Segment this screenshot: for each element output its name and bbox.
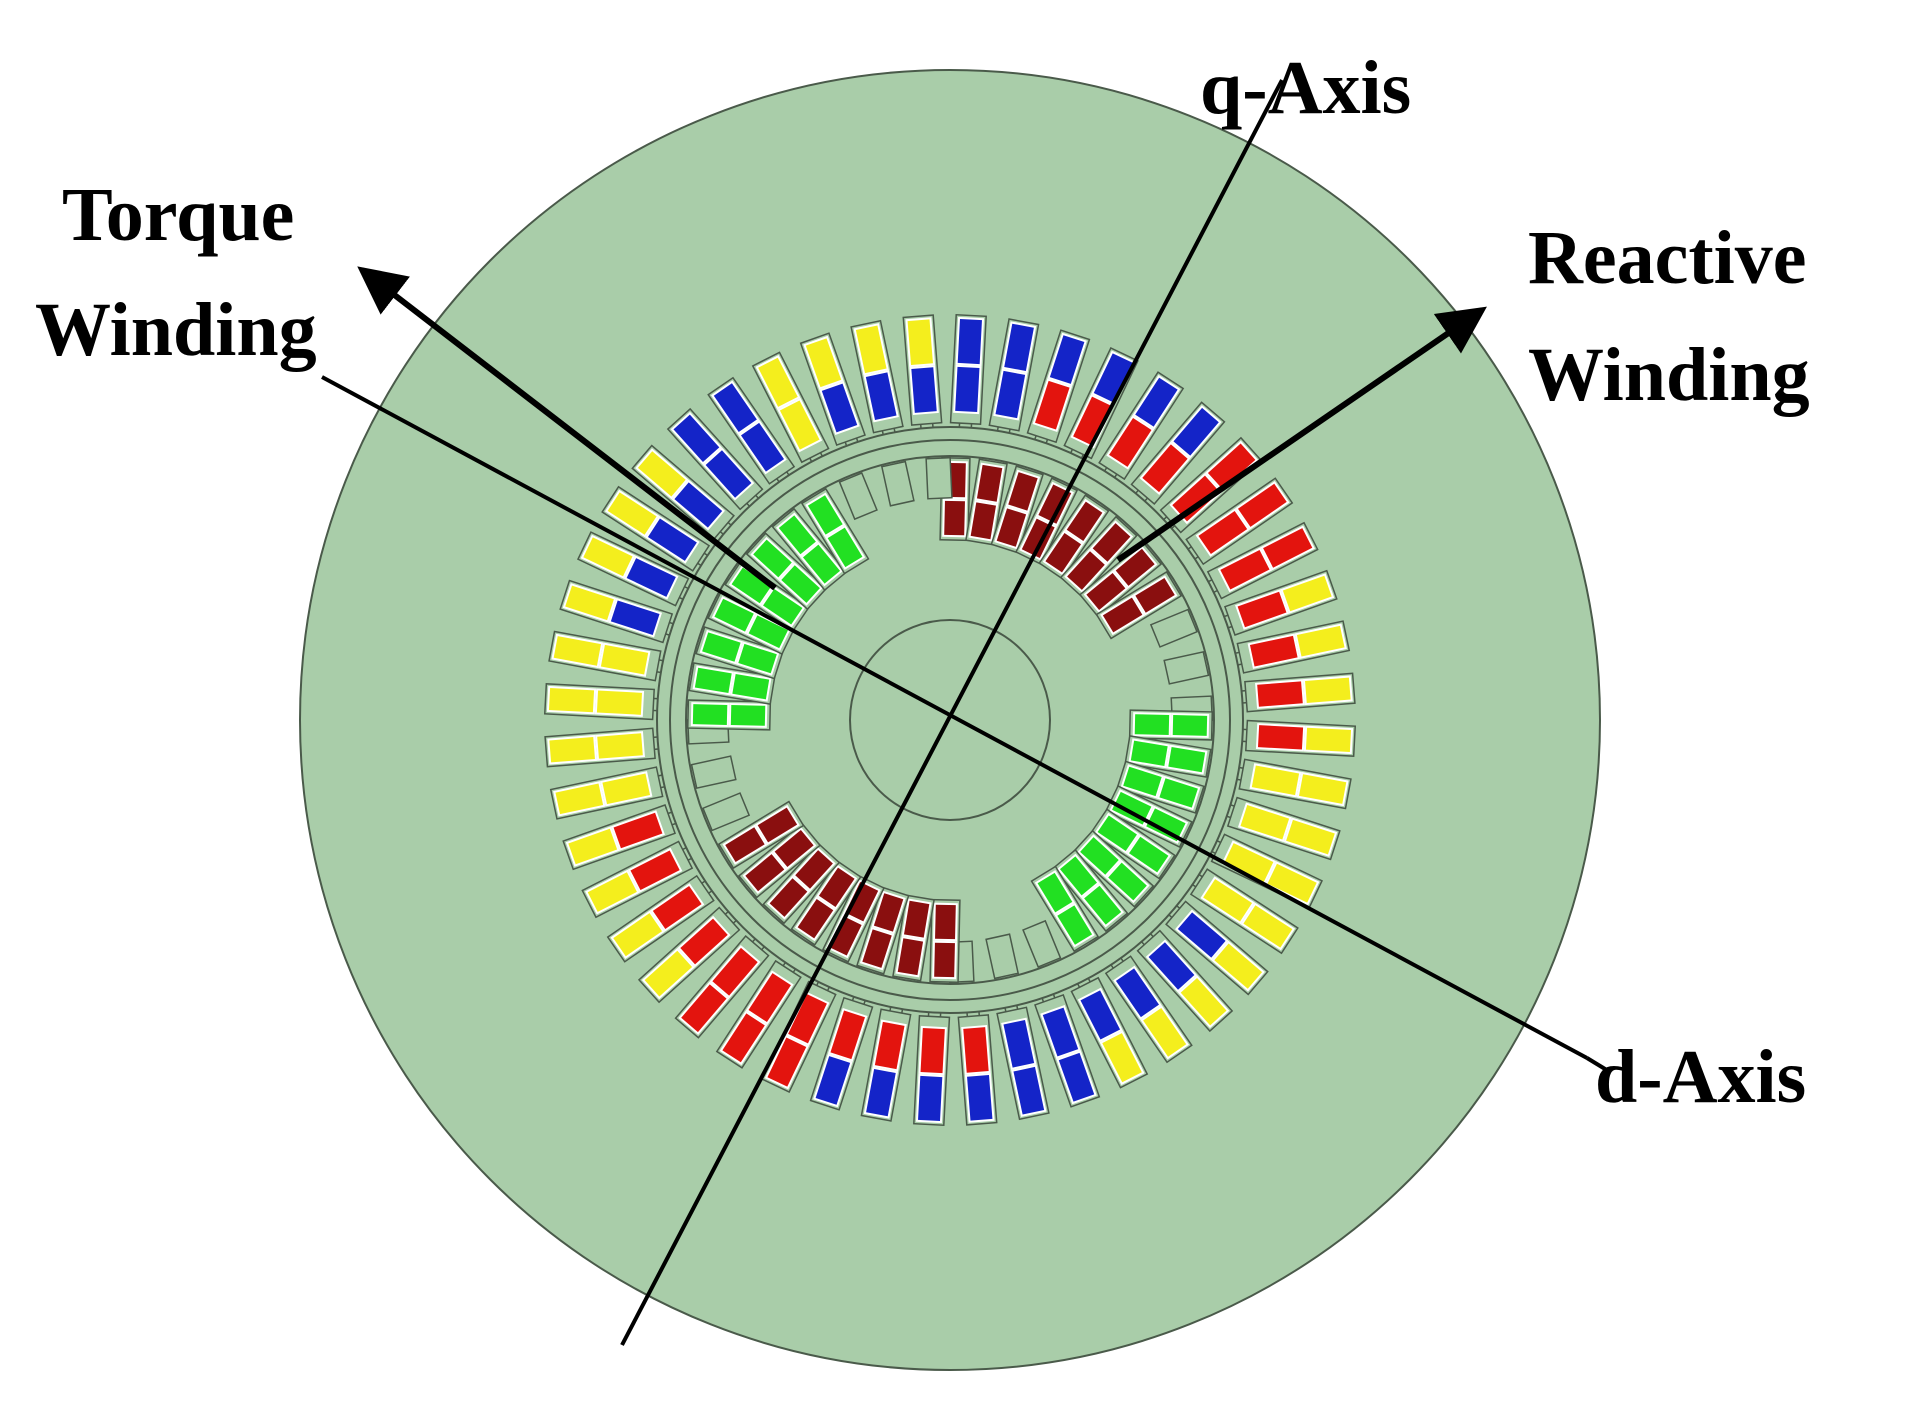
rotor-slot [695, 626, 784, 680]
rotor-empty-slot [702, 792, 751, 832]
stator-slot [715, 955, 802, 1069]
rotor-slot [686, 699, 772, 731]
rotor-empty-slot [1163, 650, 1210, 685]
rotor-slot [745, 532, 828, 611]
d-axis-line [321, 375, 1588, 1060]
torque-winding-arrow [357, 266, 777, 591]
rotor-slot [1095, 570, 1183, 640]
rotor-slot [1030, 865, 1100, 953]
stator-slot [860, 999, 912, 1122]
stator-slot [1227, 620, 1351, 674]
stator-slot [1219, 796, 1341, 861]
rotor-empty-slot [690, 755, 737, 790]
rotor-slot [1072, 829, 1155, 908]
rotor-slot [929, 898, 961, 984]
stator-slot [674, 932, 770, 1039]
reactive-winding-label-line1: Reactive [1528, 216, 1807, 300]
q-axis-label: q-Axis [1200, 46, 1411, 130]
stator-slot [1234, 719, 1357, 757]
reactive-winding-arrow [1116, 306, 1487, 563]
stator-slot [544, 727, 667, 768]
stator-slot [1216, 569, 1338, 636]
stator-slot [543, 683, 666, 721]
d-axis-label: d-Axis [1595, 1035, 1806, 1119]
rotor-slot [821, 874, 885, 963]
stator-slot [1098, 371, 1185, 485]
stator-slot [1229, 758, 1352, 810]
stator-slot [606, 874, 719, 963]
rotor-slot [1090, 808, 1176, 880]
rotor-slot [1128, 709, 1214, 741]
rotor-empty-slot [1022, 919, 1062, 968]
stator-slot [1034, 986, 1101, 1108]
rotor-slot [990, 465, 1044, 554]
torque-winding-label-line2: Winding [35, 288, 317, 372]
rotor-slot [1078, 541, 1163, 618]
rotor-slot [771, 507, 848, 592]
stator-slot [949, 313, 987, 436]
rotor-slot [707, 591, 796, 655]
rotor-slot [965, 458, 1008, 546]
stator-slot [666, 407, 765, 513]
rotor-empty-slot [880, 460, 915, 507]
rotor-slot [717, 800, 805, 870]
torque-winding-label-line1: Torque [62, 173, 294, 257]
rotor-slot [1038, 494, 1110, 580]
d-axis-tail [1585, 1056, 1612, 1074]
rotor-slot [737, 822, 822, 899]
rotor-empty-slot [838, 472, 878, 521]
rotor-slot [892, 894, 935, 982]
rotor-slot [1059, 515, 1138, 598]
rotor-slot [856, 886, 910, 975]
rotor-slot [790, 860, 862, 946]
stator-slot [559, 579, 681, 644]
stator-slot [1201, 521, 1319, 600]
rotor-slot [762, 842, 841, 925]
stator-slot [1233, 672, 1356, 713]
stator-slot [1026, 329, 1091, 451]
reactive-winding-label-line2: Winding [1528, 333, 1810, 417]
stator-slot [631, 444, 738, 540]
rotor-empty-slot [1149, 608, 1198, 648]
rotor-empty-slot [925, 456, 953, 500]
stator-slot [913, 1004, 951, 1127]
rotor-slot [1124, 735, 1212, 778]
stator-slot [581, 840, 699, 919]
stator-slot [1063, 346, 1139, 466]
rotor-slot [688, 662, 776, 705]
stator-slot [957, 1003, 998, 1126]
rotor-slot [800, 487, 870, 575]
q-axis-line [620, 79, 1284, 1346]
stator-slot [902, 314, 943, 437]
rotor-slot [1116, 760, 1205, 814]
stator-slot [1130, 401, 1226, 508]
stator-slot [799, 332, 866, 454]
rotor-slot [1052, 848, 1129, 933]
rotor-empty-slot [985, 933, 1020, 980]
stator-slot [637, 905, 743, 1004]
